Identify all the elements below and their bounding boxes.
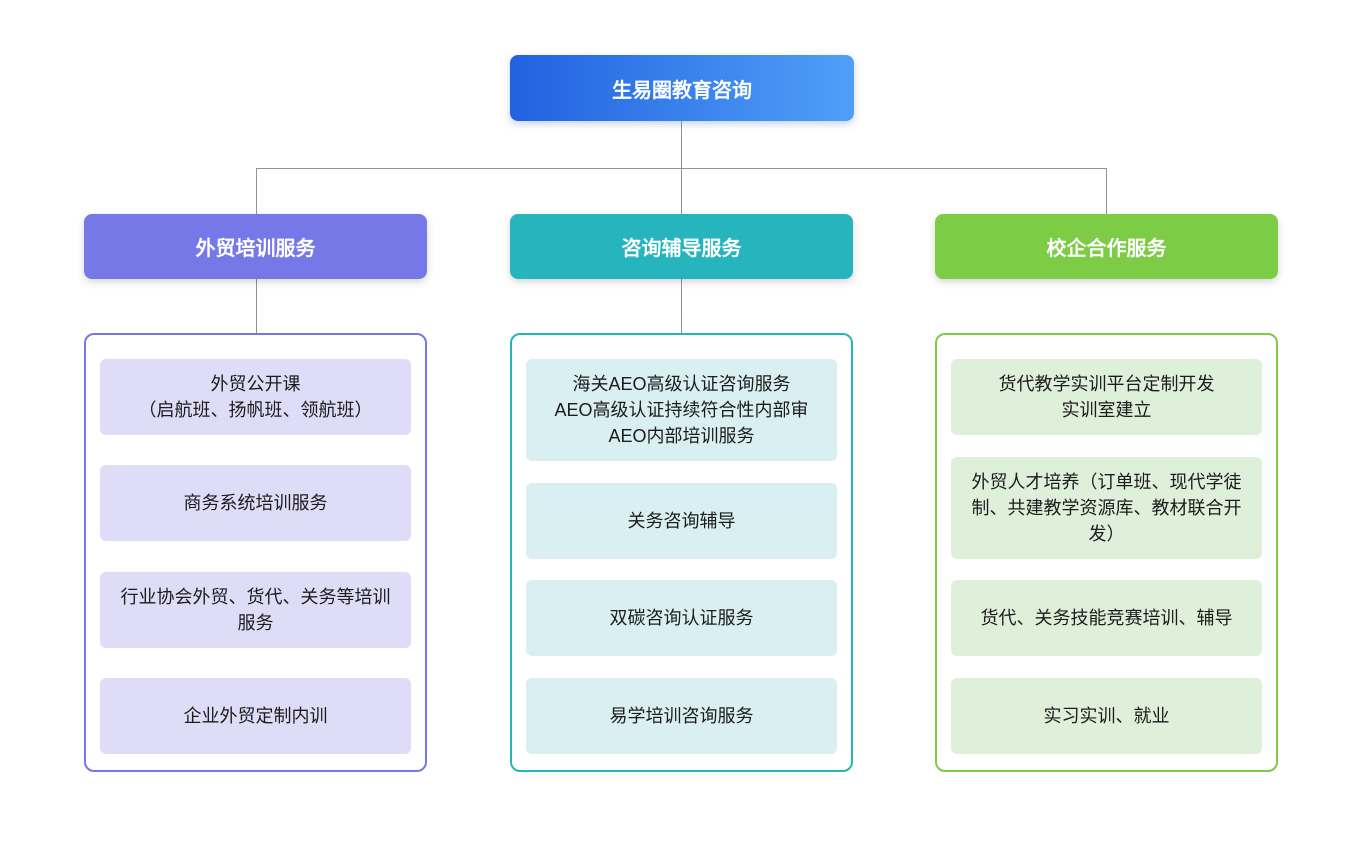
branch-container-school-enterprise-cooperation: 货代教学实训平台定制开发 实训室建立 外贸人才培养（订单班、现代学徒制、共建教学… (935, 333, 1278, 772)
connector-root-stem (681, 121, 682, 168)
branch-header-school-enterprise-cooperation: 校企合作服务 (935, 214, 1278, 279)
connector-drop-branch-2 (681, 168, 682, 214)
branch-title: 外贸培训服务 (195, 238, 316, 260)
branch-header-consulting-coaching: 咨询辅导服务 (510, 214, 853, 279)
service-item: 货代、关务技能竞赛培训、辅导 (951, 580, 1262, 657)
service-item: 企业外贸定制内训 (100, 677, 411, 754)
root-node: 生易圈教育咨询 (510, 55, 854, 121)
service-item: 关务咨询辅导 (526, 482, 837, 559)
connector-drop-branch-3 (1106, 168, 1107, 214)
service-item: 易学培训咨询服务 (526, 677, 837, 754)
root-node-label: 生易圈教育咨询 (612, 79, 752, 102)
connector-drop-branch-1 (256, 168, 257, 214)
service-item: 货代教学实训平台定制开发 实训室建立 (951, 359, 1262, 435)
service-item: 双碳咨询认证服务 (526, 580, 837, 657)
branch-title: 咨询辅导服务 (621, 238, 742, 260)
branch-container-foreign-trade-training: 外贸公开课 （启航班、扬帆班、领航班） 商务系统培训服务 行业协会外贸、货代、关… (84, 333, 427, 772)
service-item: 外贸人才培养（订单班、现代学徒制、共建教学资源库、教材联合开发） (951, 456, 1262, 559)
service-item: 外贸公开课 （启航班、扬帆班、领航班） (100, 359, 411, 435)
service-item: 海关AEO高级认证咨询服务 AEO高级认证持续符合性内部审 AEO内部培训服务 (526, 359, 837, 461)
branch-title: 校企合作服务 (1046, 238, 1167, 260)
service-item: 实习实训、就业 (951, 677, 1262, 754)
service-item: 行业协会外贸、货代、关务等培训服务 (100, 571, 411, 648)
service-item: 商务系统培训服务 (100, 465, 411, 542)
connector-header-container-branch-2 (681, 279, 682, 333)
branch-header-foreign-trade-training: 外贸培训服务 (84, 214, 427, 279)
connector-header-container-branch-1 (256, 279, 257, 333)
branch-container-consulting-coaching: 海关AEO高级认证咨询服务 AEO高级认证持续符合性内部审 AEO内部培训服务 … (510, 333, 853, 772)
